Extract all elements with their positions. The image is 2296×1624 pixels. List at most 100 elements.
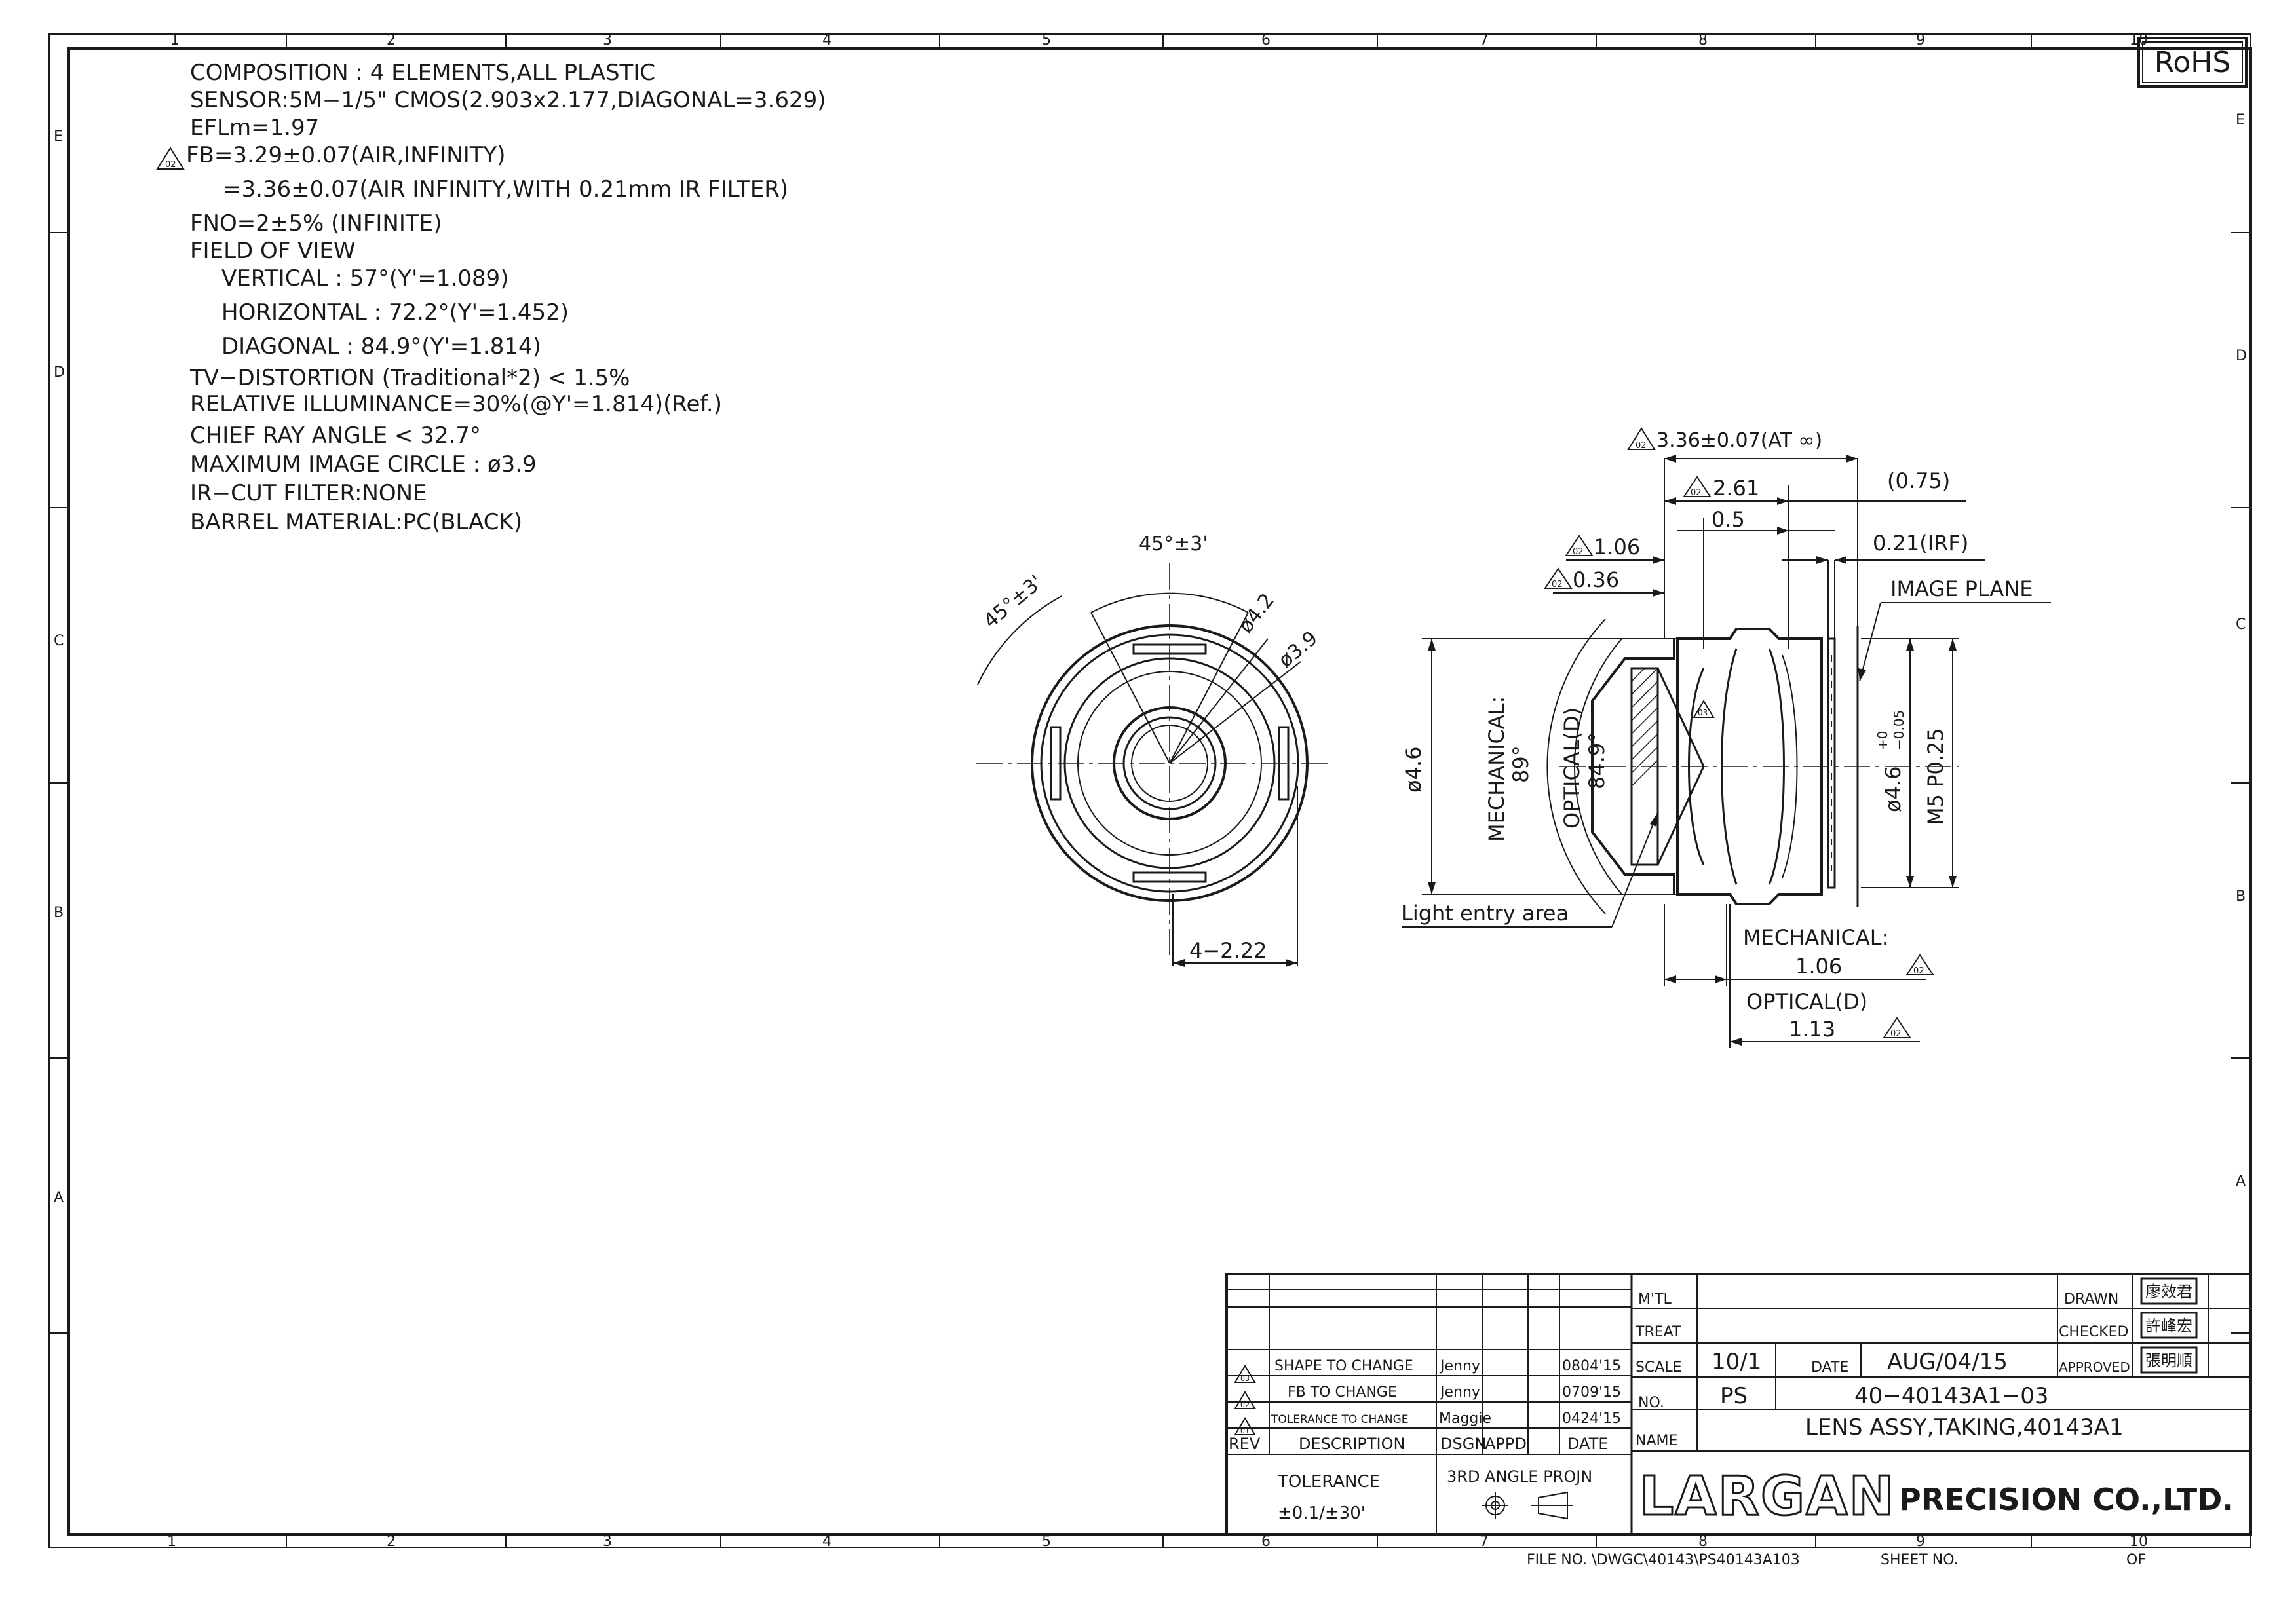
rev-03-dsgn: Jenny bbox=[1439, 1358, 1480, 1374]
sheet-of-label: OF bbox=[2126, 1552, 2146, 1568]
zone-ticks bbox=[49, 34, 2251, 1547]
sheet-frame bbox=[48, 33, 2252, 1548]
opt-bottom-value: 1.13 bbox=[1789, 1017, 1835, 1042]
signature-stamp-checked: 許峰宏 bbox=[2140, 1312, 2198, 1339]
zone-labels: 1 2 3 4 5 6 7 8 9 10 1 2 3 4 5 6 7 8 9 1… bbox=[54, 32, 2247, 1550]
scale-label: SCALE bbox=[1636, 1359, 1682, 1376]
treat-label: TREAT bbox=[1635, 1324, 1681, 1340]
dim-0-5: 0.5 bbox=[1712, 507, 1745, 532]
svg-text:02: 02 bbox=[165, 160, 176, 170]
svg-text:許峰宏: 許峰宏 bbox=[2145, 1317, 2192, 1335]
zone-col-1-bottom: 1 bbox=[167, 1534, 176, 1550]
zone-col-10-bottom: 10 bbox=[2130, 1534, 2148, 1550]
note-fov-horizontal: HORIZONTAL : 72.2°(Y'=1.452) bbox=[221, 299, 569, 326]
zone-row-a-left: A bbox=[54, 1190, 64, 1206]
name-label: NAME bbox=[1636, 1433, 1677, 1449]
zone-row-c-left: C bbox=[54, 633, 64, 649]
dia-4-6-tol-minus: −0.05 bbox=[1891, 710, 1907, 750]
file-number: FILE NO. \DWGC\40143\PS40143A103 bbox=[1527, 1552, 1800, 1568]
rev-03-desc: SHAPE TO CHANGE bbox=[1274, 1358, 1413, 1374]
note-image-circle: MAXIMUM IMAGE CIRCLE : ø3.9 bbox=[190, 451, 537, 478]
overall-length-label: 3.36±0.07(AT ∞) bbox=[1656, 429, 1822, 452]
dim-1-06: 1.06 bbox=[1594, 535, 1640, 559]
dia-4-6-tol-label: ø4.6 bbox=[1881, 766, 1905, 812]
mechanical-angle-value: 89° bbox=[1508, 746, 1533, 783]
signature-stamp-approved: 張明順 bbox=[2140, 1346, 2198, 1374]
side-view: 03 ø4.6 MECHANICAL: 89° OPTICAL(D) 84.9°… bbox=[1401, 427, 2051, 1048]
signature-stamp-drawn: 廖效君 bbox=[2140, 1277, 2198, 1305]
front-angle-top-label: 45°±3' bbox=[1139, 533, 1208, 556]
drawn-label: DRAWN bbox=[2064, 1291, 2118, 1308]
revision-triangle-icon: 02 bbox=[156, 147, 185, 170]
ir-filter bbox=[1827, 637, 1836, 889]
zone-row-c-right: C bbox=[2236, 616, 2246, 633]
note-fno: FNO=2±5% (INFINITE) bbox=[190, 210, 442, 236]
scale-value: 10/1 bbox=[1712, 1349, 1761, 1375]
front-dia-3-9-label: ø3.9 bbox=[1274, 627, 1322, 672]
front-flats-label: 4−2.22 bbox=[1189, 938, 1267, 963]
zone-col-1-top: 1 bbox=[170, 32, 180, 48]
note-efl: EFLm=1.97 bbox=[190, 115, 319, 141]
zone-col-6-top: 6 bbox=[1261, 32, 1271, 48]
note-fov: FIELD OF VIEW bbox=[190, 238, 356, 264]
note-fb: FB=3.29±0.07(AIR,INFINITY) bbox=[186, 142, 506, 168]
projection-label: 3RD ANGLE PROJN bbox=[1447, 1467, 1592, 1486]
zone-col-5-top: 5 bbox=[1042, 32, 1051, 48]
hdr-rev: REV bbox=[1229, 1435, 1261, 1453]
note-fov-diagonal: DIAGONAL : 84.9°(Y'=1.814) bbox=[221, 333, 541, 360]
rev-03-date: 0804'15 bbox=[1562, 1358, 1621, 1374]
third-angle-projection-icon bbox=[1482, 1491, 1573, 1520]
mechanical-angle-label: MECHANICAL: bbox=[1484, 696, 1509, 842]
hdr-description: DESCRIPTION bbox=[1299, 1435, 1405, 1453]
dia-4-6-tol-plus: +0 bbox=[1875, 731, 1890, 750]
date-label: DATE bbox=[1811, 1359, 1848, 1376]
zone-col-4-bottom: 4 bbox=[822, 1534, 832, 1550]
note-fb-ir: =3.36±0.07(AIR INFINITY,WITH 0.21mm IR F… bbox=[223, 176, 788, 202]
rev-02-date: 0709'15 bbox=[1562, 1384, 1621, 1401]
part-number: 40−40143A1−03 bbox=[1854, 1383, 2049, 1409]
note-cra: CHIEF RAY ANGLE < 32.7° bbox=[190, 423, 481, 449]
note-composition: COMPOSITION : 4 ELEMENTS,ALL PLASTIC bbox=[190, 60, 655, 86]
part-name: LENS ASSY,TAKING,40143A1 bbox=[1805, 1414, 2124, 1441]
note-barrel-material: BARREL MATERIAL:PC(BLACK) bbox=[190, 509, 522, 535]
zone-col-8-top: 8 bbox=[1698, 32, 1708, 48]
sheet-number-label: SHEET NO. bbox=[1881, 1552, 1959, 1568]
zone-row-b-right: B bbox=[2236, 888, 2246, 905]
zone-col-2-bottom: 2 bbox=[387, 1534, 396, 1550]
front-view: 45°±3' 45°±3' ø4.2 ø3.9 4−2.22 bbox=[976, 533, 1330, 967]
hdr-dsgn: DSGN bbox=[1440, 1435, 1486, 1453]
dim-0-75: (0.75) bbox=[1887, 468, 1950, 493]
zone-row-a-right: A bbox=[2236, 1173, 2246, 1190]
optical-angle-label: OPTICAL(D) bbox=[1559, 708, 1584, 829]
zone-col-7-top: 7 bbox=[1480, 32, 1489, 48]
rohs-label: RoHS bbox=[2154, 46, 2231, 79]
rohs-badge: RoHS bbox=[2137, 37, 2248, 88]
svg-text:02: 02 bbox=[1240, 1401, 1250, 1409]
light-entry-label: Light entry area bbox=[1401, 901, 1569, 926]
zone-col-9-bottom: 9 bbox=[1916, 1534, 1925, 1550]
revision-row-01: 01 TOLERANCE TO CHANGE Maggie 0424'15 bbox=[1234, 1410, 1621, 1435]
svg-text:03: 03 bbox=[1698, 708, 1708, 717]
thread-label: M5 P0.25 bbox=[1923, 728, 1948, 825]
svg-text:02: 02 bbox=[1552, 580, 1563, 590]
zone-col-8-bottom: 8 bbox=[1698, 1534, 1708, 1550]
hdr-appd: APPD bbox=[1485, 1435, 1527, 1453]
rev-01-dsgn: Maggie bbox=[1439, 1410, 1491, 1427]
front-angle-left-label: 45°±3' bbox=[980, 571, 1047, 633]
material-code: PS bbox=[1720, 1383, 1748, 1409]
svg-text:01: 01 bbox=[1240, 1427, 1250, 1435]
company-name: PRECISION CO.,LTD. bbox=[1899, 1482, 2234, 1517]
svg-text:廖效君: 廖效君 bbox=[2145, 1283, 2192, 1301]
mech-bottom-label: MECHANICAL: bbox=[1743, 925, 1888, 950]
zone-row-d-right: D bbox=[2236, 348, 2247, 364]
largan-logo: LARGAN bbox=[1639, 1465, 1895, 1528]
svg-text:02: 02 bbox=[1573, 547, 1584, 557]
svg-text:張明順: 張明順 bbox=[2145, 1351, 2192, 1370]
approved-label: APPROVED bbox=[2059, 1359, 2130, 1375]
note-ir-filter: IR−CUT FILTER:NONE bbox=[190, 480, 427, 506]
note-illuminance: RELATIVE ILLUMINANCE=30%(@Y'=1.814)(Ref.… bbox=[190, 391, 722, 417]
date-value: AUG/04/15 bbox=[1887, 1349, 2008, 1375]
note-sensor: SENSOR:5M−1/5" CMOS(2.903x2.177,DIAGONAL… bbox=[190, 87, 826, 113]
checked-label: CHECKED bbox=[2059, 1324, 2128, 1340]
tolerance-label: TOLERANCE bbox=[1277, 1472, 1380, 1492]
